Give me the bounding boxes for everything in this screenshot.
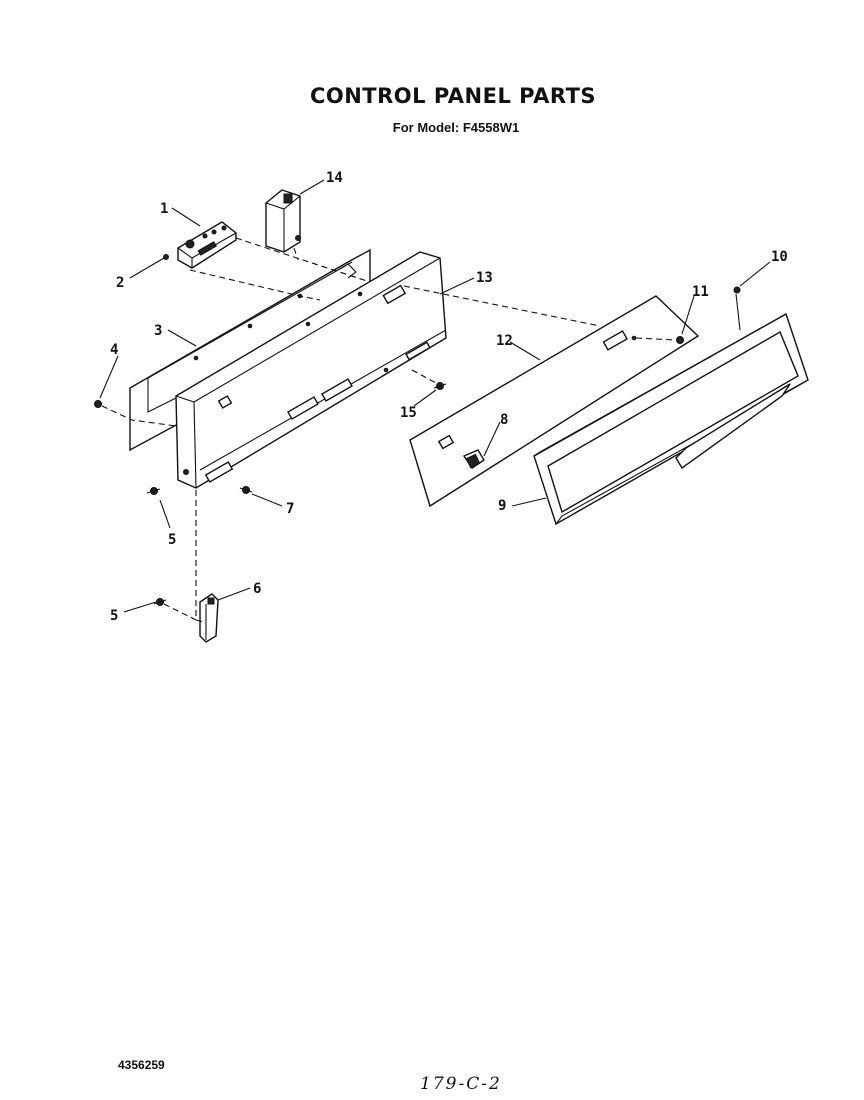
leader-lines — [99, 179, 771, 613]
part-6-bracket — [199, 593, 219, 643]
part-11-clip — [676, 336, 684, 344]
part-15-screw — [433, 382, 447, 390]
part-9-trim-frame — [533, 312, 809, 526]
part-1-switch-board — [177, 221, 237, 269]
callout-15: 15 — [400, 405, 417, 421]
document-number: 4356259 — [118, 1058, 165, 1072]
page-title: CONTROL PANEL PARTS — [309, 84, 597, 108]
callout-5-lower: 5 — [110, 608, 118, 624]
part-7-screw — [239, 486, 253, 494]
part-12-overlay — [409, 295, 700, 508]
part-2-screw — [163, 254, 169, 260]
part-5-screw-lower — [153, 598, 167, 606]
callout-5-upper: 5 — [168, 532, 176, 548]
part-10-screw — [733, 286, 741, 294]
callout-11: 11 — [692, 284, 709, 300]
part-5-screw-upper — [146, 487, 161, 495]
callout-6: 6 — [253, 581, 261, 597]
assembly-lines — [101, 237, 677, 623]
part-4-screw — [94, 400, 102, 408]
callout-9: 9 — [498, 498, 506, 514]
callout-12: 12 — [496, 333, 513, 349]
callout-1: 1 — [160, 201, 168, 217]
callout-7: 7 — [286, 501, 294, 517]
callout-3: 3 — [154, 323, 162, 339]
part-14-bracket — [265, 189, 301, 253]
callout-labels: 1 2 3 4 5 6 7 8 9 10 11 12 13 14 15 5 — [110, 170, 788, 624]
part-8-knob — [462, 449, 485, 469]
model-subtitle: For Model: F4558W1 — [392, 120, 520, 135]
callout-4: 4 — [110, 342, 118, 358]
part-13-control-panel — [175, 251, 447, 489]
callout-14: 14 — [326, 170, 343, 186]
handwritten-note: 179-C-2 — [420, 1074, 502, 1094]
callout-8: 8 — [500, 412, 508, 428]
callout-2: 2 — [116, 275, 124, 291]
callout-13: 13 — [476, 270, 493, 286]
callout-10: 10 — [771, 249, 788, 265]
